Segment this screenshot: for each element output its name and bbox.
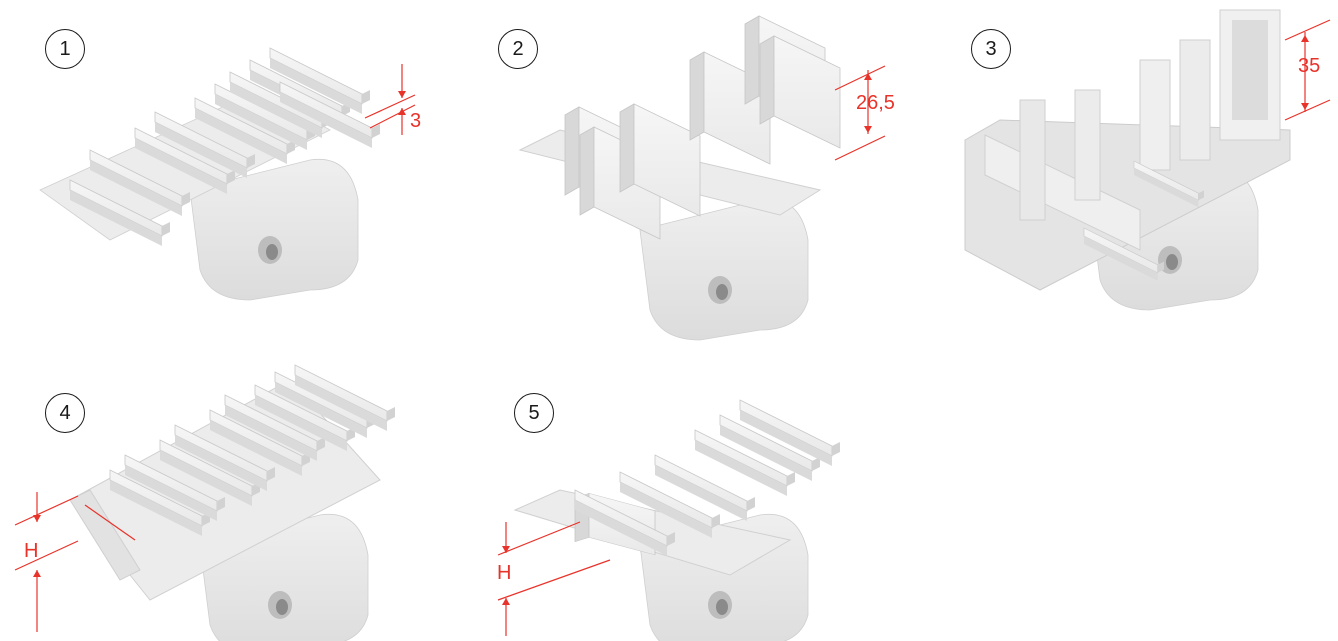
figure-4-dimension-label: H <box>24 540 39 562</box>
figure-1-arrow-bottom <box>398 108 406 115</box>
figure-5-part <box>513 399 841 641</box>
figure-1-dimension-label: 3 <box>410 110 422 132</box>
figure-3-arrow-bottom <box>1301 103 1309 110</box>
figure-4-extension-line-top <box>14 495 79 526</box>
figure-1-arrow-top <box>398 91 406 98</box>
figure-2-part <box>518 15 841 341</box>
figure-3-arrow-top <box>1301 35 1309 42</box>
figure-3-extension-line-bottom <box>1284 99 1331 121</box>
figure-5-extension-line-top <box>497 521 581 556</box>
figure-5-arrow-bottom <box>502 598 510 605</box>
figure-3-part <box>964 9 1291 311</box>
figure-3-dimension-label: 35 <box>1298 55 1321 77</box>
figure-2-arrow-top <box>864 73 872 80</box>
figure-2-dimension-label: 26,5 <box>856 92 895 114</box>
figure-5-dimension-label: H <box>497 562 512 584</box>
figure-4-arrow-top <box>33 515 41 522</box>
figure-5-number: 5 <box>514 393 554 433</box>
figure-4-arrow-bottom <box>33 570 41 577</box>
figure-2-extension-line-top <box>834 65 886 91</box>
figure-1-number: 1 <box>45 29 85 69</box>
figure-1-extension-line-top <box>364 94 416 119</box>
figure-2-number: 2 <box>498 29 538 69</box>
figure-2-extension-line-bottom <box>834 135 886 161</box>
figure-4-extension-line-bottom <box>14 540 79 571</box>
figure-4-number: 4 <box>45 393 85 433</box>
figure-1-extension-line-bottom <box>369 104 416 129</box>
figure-5-extension-line-bottom <box>497 559 611 601</box>
figure-4-fin-line <box>84 504 136 541</box>
figure-2-arrow-bottom <box>864 126 872 133</box>
figure-5-arrow-top <box>502 546 510 553</box>
figure-3-number: 3 <box>971 29 1011 69</box>
figure-4-part <box>69 364 396 641</box>
figure-1-part <box>39 47 381 301</box>
figure-3-extension-line-top <box>1284 19 1331 41</box>
